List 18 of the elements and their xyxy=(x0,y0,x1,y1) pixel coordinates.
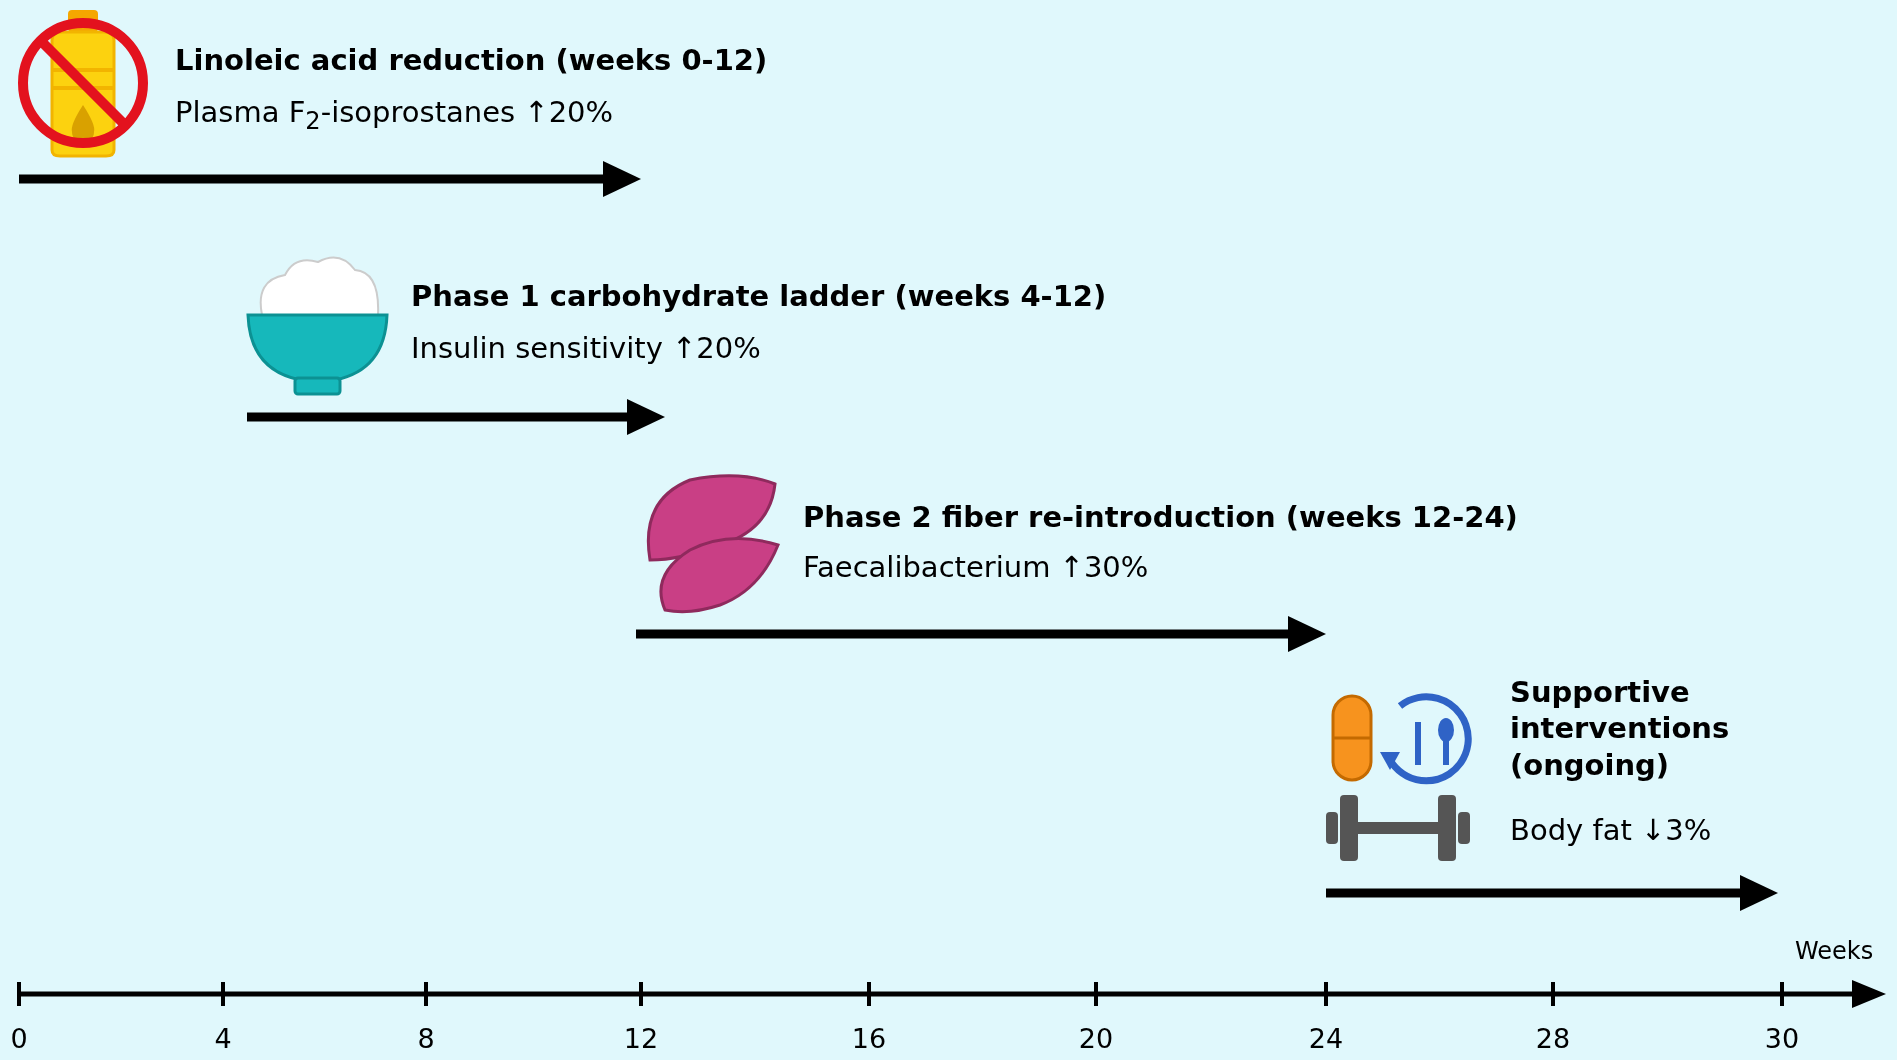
phase-heading: Phase 1 carbohydrate ladder (weeks 4-12) xyxy=(411,278,1107,315)
tick-label: 0 xyxy=(10,1022,28,1056)
tick-label: 16 xyxy=(851,1022,887,1056)
outcome-text: Faecalibacterium ↑30% xyxy=(803,549,1149,586)
tick-label: 12 xyxy=(623,1022,659,1056)
outcome-text: Insulin sensitivity ↑20% xyxy=(411,330,761,367)
tick-label: 20 xyxy=(1078,1022,1114,1056)
outcome-text: Body fat ↓3% xyxy=(1510,812,1712,849)
tick-label: 24 xyxy=(1308,1022,1344,1056)
outcome-text: Plasma F$_{2}$-isoprostanes ↑20% xyxy=(175,94,614,136)
phase-heading: Supportive interventions (ongoing) xyxy=(1510,674,1731,783)
tick-label: 30 xyxy=(1764,1022,1800,1056)
tick-label: 8 xyxy=(417,1022,435,1056)
tick-label: 28 xyxy=(1535,1022,1571,1056)
phase-heading: Phase 2 fiber re-introduction (weeks 12-24) xyxy=(803,499,1518,536)
axis-unit-label: Weeks xyxy=(1795,936,1874,966)
tick-label: 4 xyxy=(214,1022,232,1056)
phase-heading: Linoleic acid reduction (weeks 0-12) xyxy=(175,42,768,79)
